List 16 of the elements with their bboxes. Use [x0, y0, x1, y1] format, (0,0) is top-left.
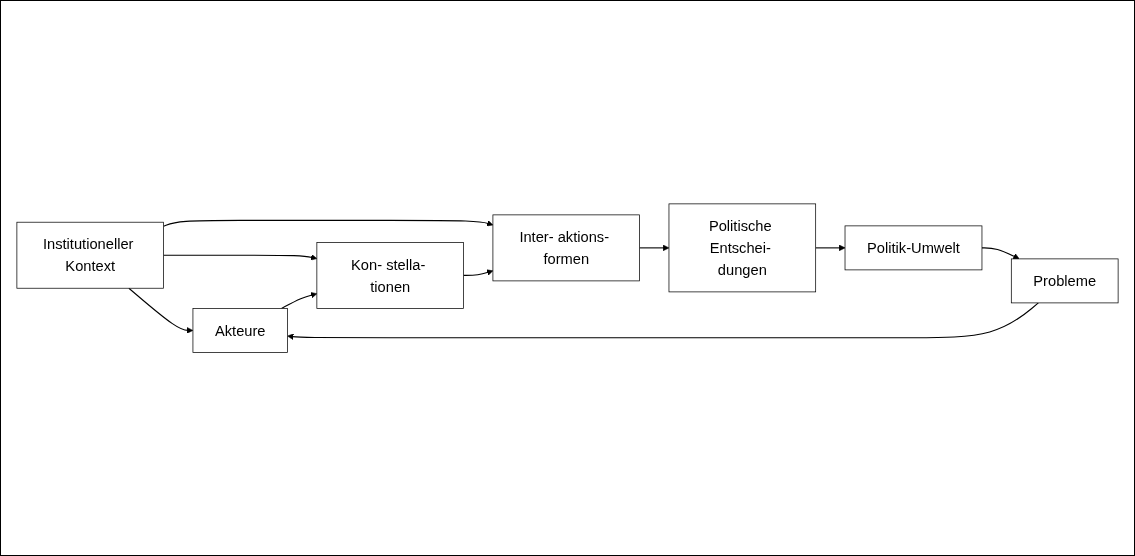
arrow: [287, 302, 1039, 340]
arrow: [280, 291, 318, 309]
node-box: Probleme: [1010, 258, 1119, 304]
arrow: [463, 269, 494, 276]
arrow: [163, 219, 494, 227]
arrow: [639, 244, 670, 251]
node-box: Inter- aktions- formen: [492, 214, 640, 282]
arrow: [815, 244, 846, 251]
arrow: [163, 253, 318, 261]
arrow: [981, 247, 1020, 260]
node-box: Kon- stella- tionen: [316, 241, 464, 309]
node-box: Politik-Umwelt: [844, 225, 983, 271]
node-box: Institutioneller Kontext: [16, 221, 164, 289]
arrow: [128, 287, 194, 334]
node-box: Politische Entschei- dungen: [668, 203, 817, 293]
node-box: Akteure: [192, 307, 288, 353]
